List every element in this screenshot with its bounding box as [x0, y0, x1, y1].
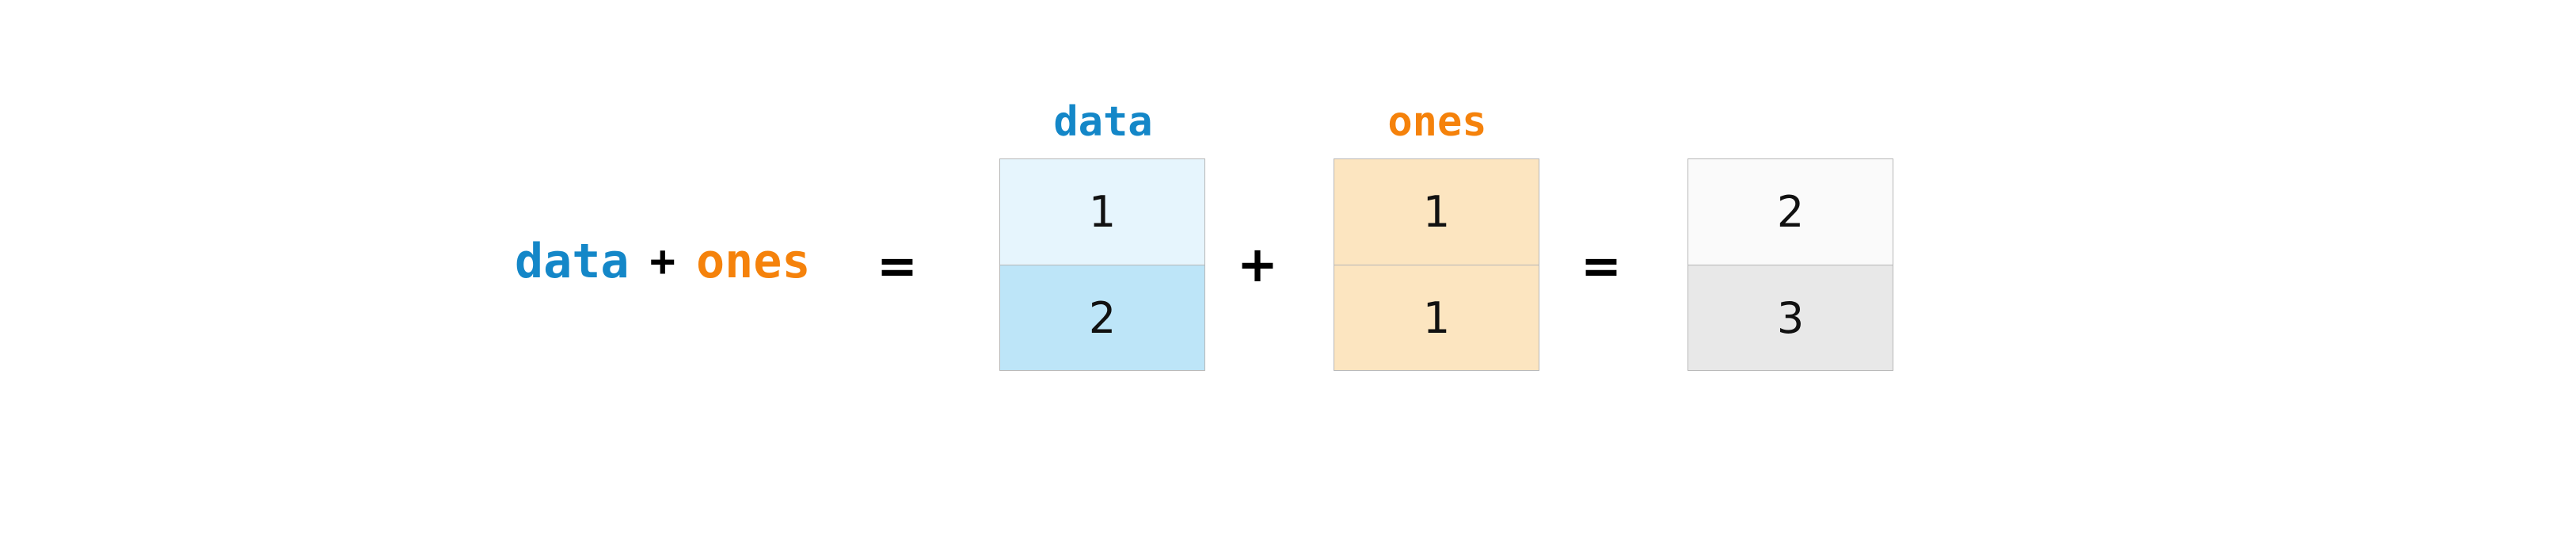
matrix-cell: 1 [1000, 159, 1204, 265]
matrix-cell: 1 [1334, 265, 1539, 370]
matrix-group-result: 2 3 [1688, 101, 1895, 371]
equals-operator-first: = [877, 237, 918, 295]
matrix-ones: 1 1 [1334, 158, 1539, 371]
expression-plus-operator: + [649, 236, 676, 286]
expression-right-operand: ones [696, 234, 811, 289]
equals-operator-second: = [1581, 237, 1622, 295]
matrix-data: 1 2 [999, 158, 1205, 371]
matrix-label-result [1688, 101, 1895, 151]
matrix-label-ones: ones [1387, 98, 1487, 146]
symbolic-expression: data + ones [515, 238, 811, 285]
matrix-result: 2 3 [1688, 158, 1893, 371]
expression-left-operand: data [515, 234, 630, 289]
matrix-label-data: data [1053, 98, 1153, 146]
matrix-cell: 3 [1688, 265, 1893, 370]
matrix-cell: 2 [1688, 159, 1893, 265]
matrix-group-data: data 1 2 [999, 101, 1207, 371]
matrix-cell: 2 [1000, 265, 1204, 370]
matrix-cell: 1 [1334, 159, 1539, 265]
plus-operator-middle: + [1237, 235, 1278, 293]
matrix-group-ones: ones 1 1 [1334, 101, 1541, 371]
